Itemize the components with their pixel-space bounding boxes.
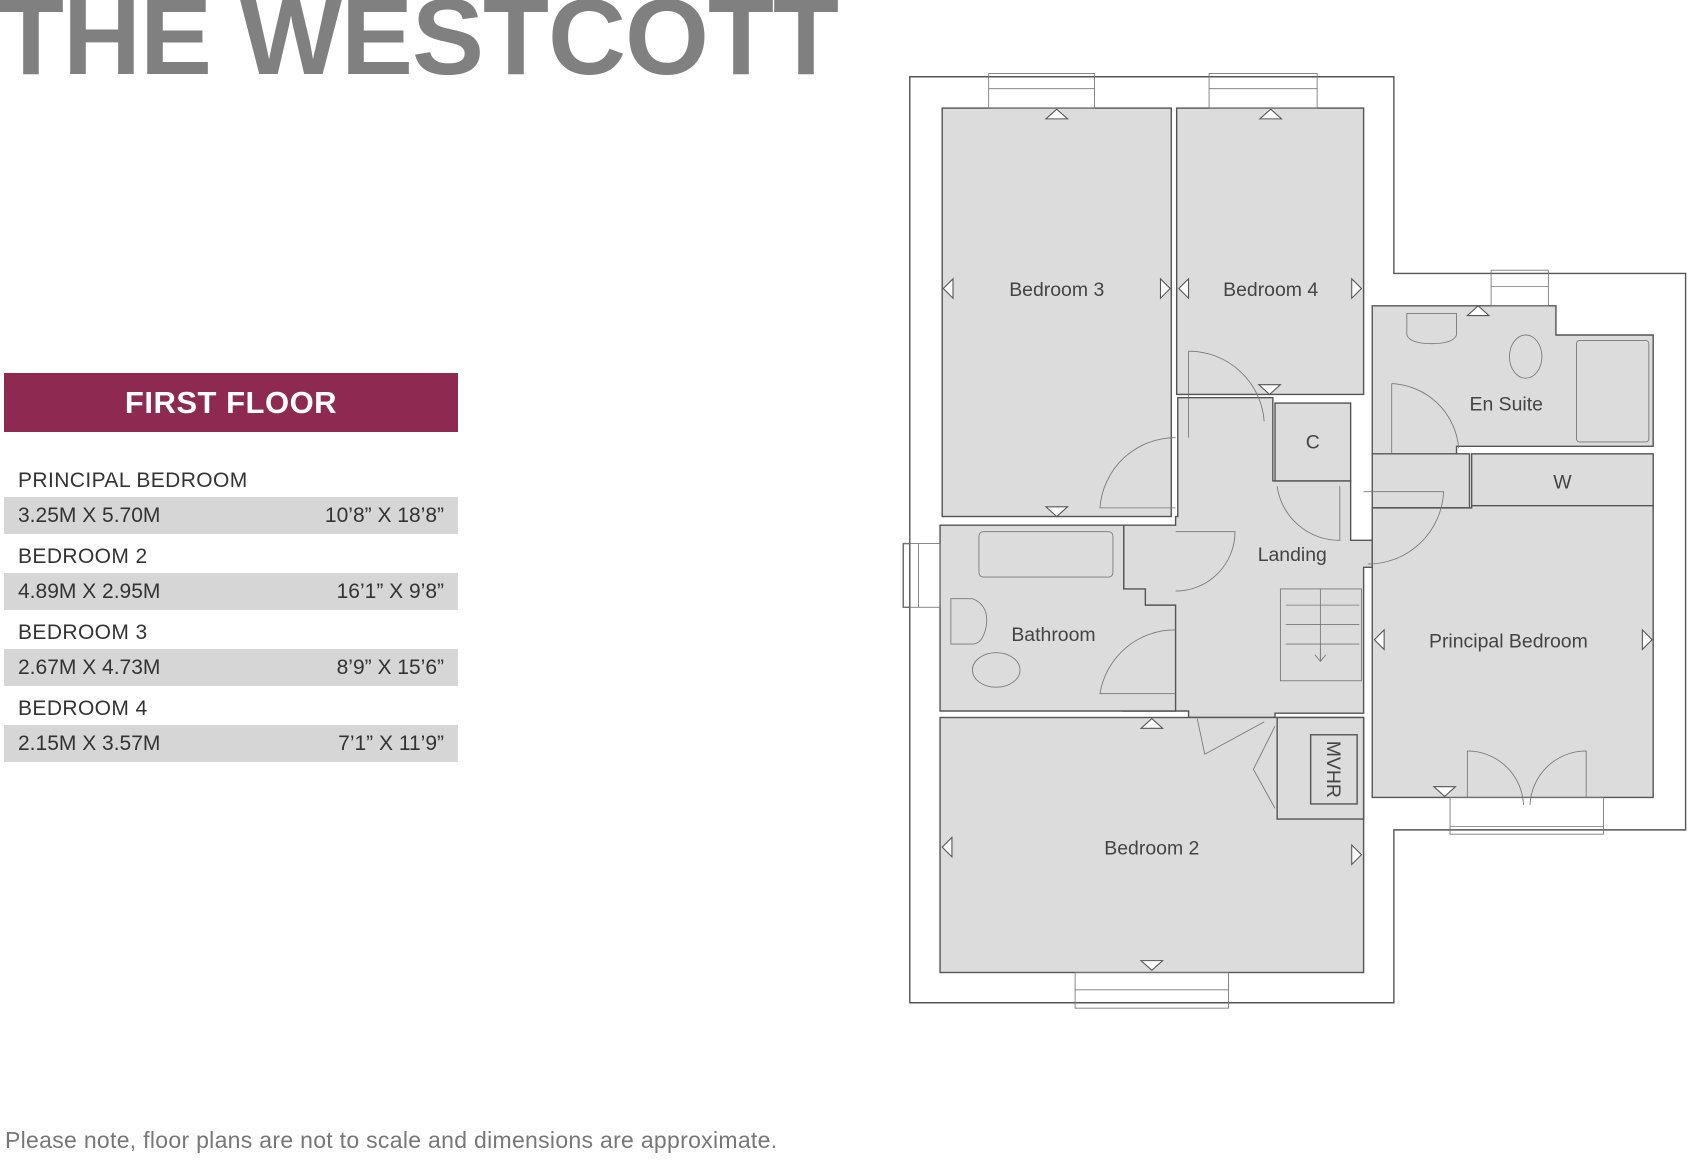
- room-bedroom-4: [1175, 107, 1365, 396]
- label-bedroom-4: Bedroom 4: [1223, 279, 1318, 301]
- label-cupboard: C: [1306, 431, 1320, 453]
- room-name: PRINCIPAL BEDROOM: [18, 469, 248, 492]
- metric-dims: 4.89M X 2.95M: [18, 579, 161, 603]
- imperial-dims: 10’8” X 18’8”: [324, 503, 444, 527]
- label-en-suite: En Suite: [1469, 394, 1542, 416]
- label-landing: Landing: [1258, 544, 1327, 566]
- room-dimensions-row: 4.89M X 2.95M 16’1” X 9’8”: [4, 573, 458, 610]
- label-mvhr: MVHR: [1322, 741, 1344, 798]
- room-dimensions-row: 3.25M X 5.70M 10’8” X 18’8”: [4, 497, 458, 534]
- door-swings: [1099, 350, 1587, 809]
- room-name: BEDROOM 3: [18, 621, 148, 644]
- room-bathroom: [939, 524, 1177, 712]
- basin-icon: [950, 598, 988, 645]
- ensuite-toilet-icon: [1509, 334, 1543, 379]
- ensuite-basin-icon: [1406, 312, 1457, 345]
- room-name: BEDROOM 4: [18, 697, 148, 720]
- imperial-dims: 7’1” X 11’9”: [338, 731, 444, 755]
- windows: [902, 73, 1604, 1009]
- page-title: THE WESTCOTT: [0, 0, 839, 97]
- room-entry: BEDROOM 2 4.89M X 2.95M 16’1” X 9’8”: [4, 540, 458, 610]
- imperial-dims: 16’1” X 9’8”: [336, 579, 444, 603]
- dimension-markers: [941, 108, 1653, 972]
- room-entry: BEDROOM 3 2.67M X 4.73M 8’9” X 15’6”: [4, 616, 458, 686]
- room-dimensions-row: 2.67M X 4.73M 8’9” X 15’6”: [4, 649, 458, 686]
- mvhr-unit: [1309, 734, 1358, 805]
- metric-dims: 2.67M X 4.73M: [18, 655, 161, 679]
- floor-banner: FIRST FLOOR: [4, 373, 458, 432]
- room-dimensions-table: PRINCIPAL BEDROOM 3.25M X 5.70M 10’8” X 1…: [4, 464, 458, 768]
- room-dimensions-row: 2.15M X 3.57M 7’1” X 11’9”: [4, 725, 458, 762]
- label-bedroom-3: Bedroom 3: [1009, 279, 1104, 301]
- room-en-suite: [1371, 305, 1654, 455]
- imperial-dims: 8’9” X 15’6”: [336, 655, 444, 679]
- label-bedroom-2: Bedroom 2: [1104, 838, 1199, 860]
- room-principal-bedroom: [1371, 505, 1654, 799]
- footnote: Please note, floor plans are not to scal…: [5, 1127, 778, 1153]
- bathtub-icon: [978, 531, 1114, 578]
- room-name: BEDROOM 2: [18, 545, 148, 568]
- label-bathroom: Bathroom: [1011, 624, 1095, 646]
- landing-area: [1123, 396, 1471, 719]
- room-entry: PRINCIPAL BEDROOM 3.25M X 5.70M 10’8” X 1…: [4, 464, 458, 534]
- shower-tray-icon: [1576, 339, 1650, 443]
- label-wardrobe: W: [1553, 471, 1572, 493]
- metric-dims: 3.25M X 5.70M: [18, 503, 161, 527]
- metric-dims: 2.15M X 3.57M: [18, 731, 161, 755]
- room-cupboard: [1274, 402, 1352, 482]
- room-bedroom-3: [941, 107, 1172, 518]
- toilet-icon: [972, 652, 1021, 688]
- staircase: [1279, 588, 1362, 682]
- label-principal-bedroom: Principal Bedroom: [1429, 630, 1588, 652]
- room-entry: BEDROOM 4 2.15M X 3.57M 7’1” X 11’9”: [4, 692, 458, 762]
- room-wardrobe: [1470, 453, 1654, 507]
